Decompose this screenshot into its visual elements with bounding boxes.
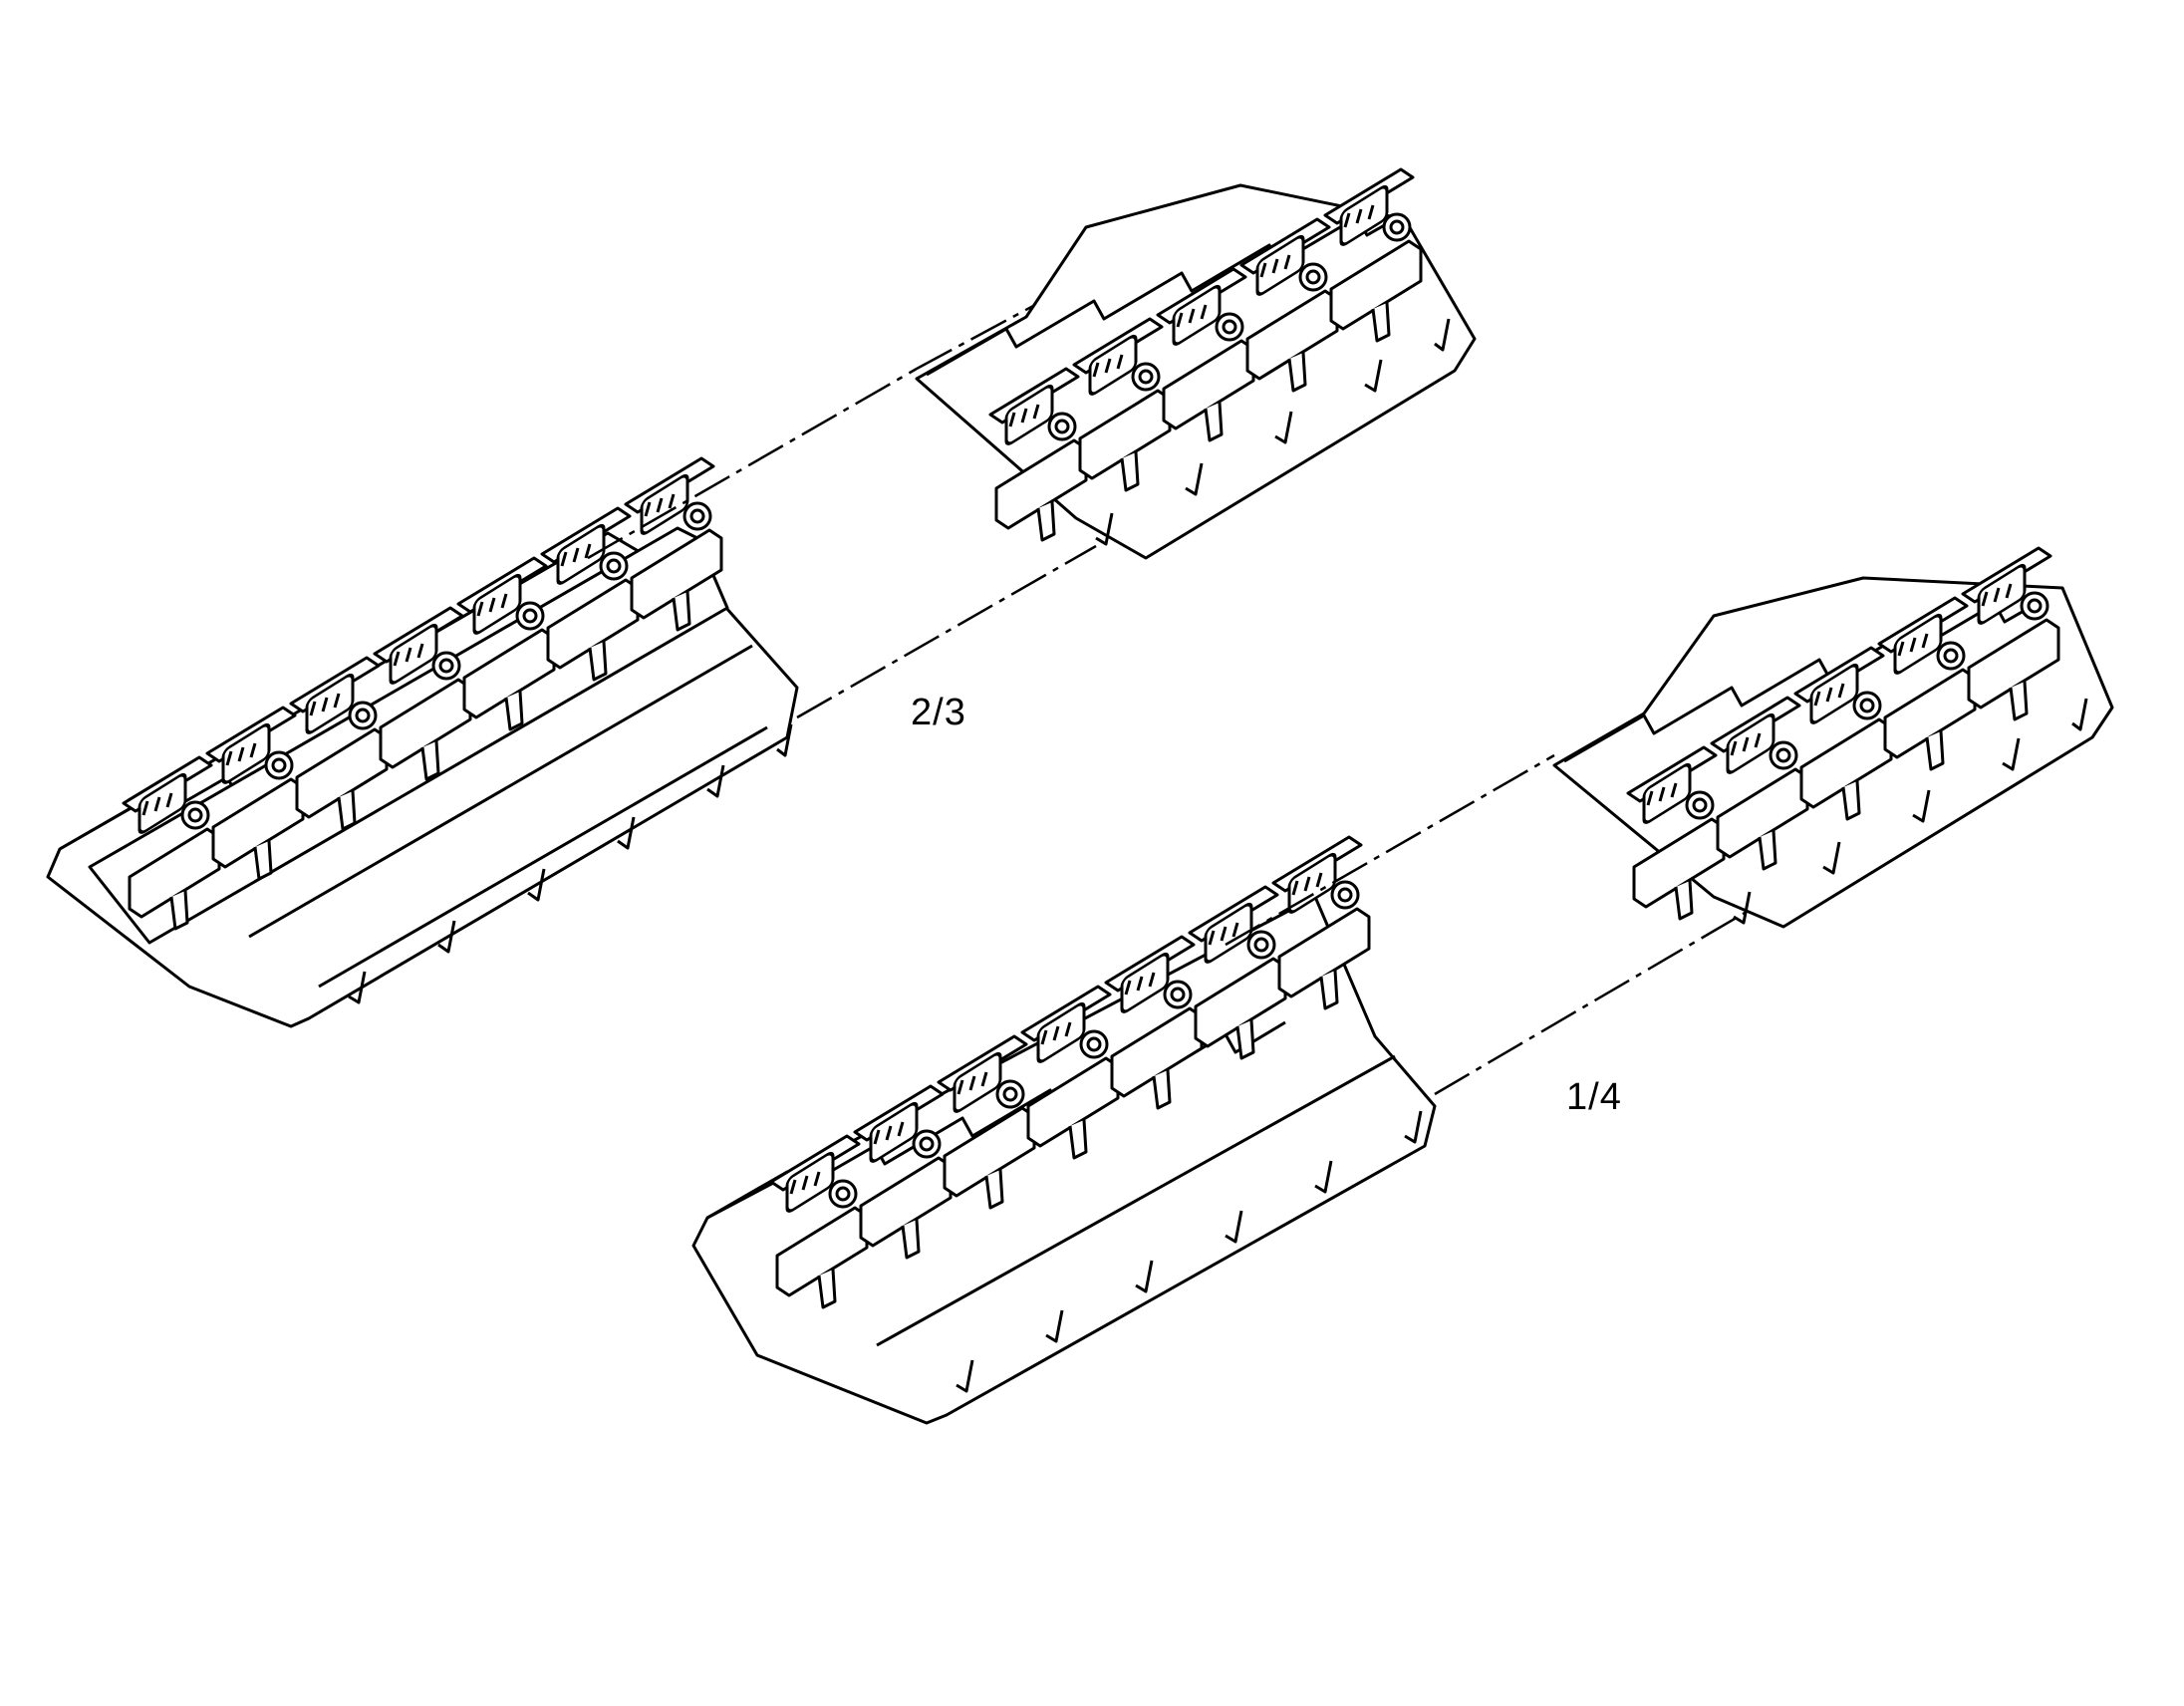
lower-track-label: 1/4	[1566, 1076, 1622, 1118]
lower-track-segment-left	[691, 835, 1437, 1425]
upper-track-segment-left	[46, 456, 799, 1028]
upper-track-label: 2/3	[911, 692, 966, 733]
upper-continuation-lines	[587, 297, 1097, 719]
upper-track-segment-right	[915, 167, 1477, 560]
lower-continuation-lines	[1225, 753, 1765, 1096]
lower-track-segment-right	[1552, 546, 2114, 929]
